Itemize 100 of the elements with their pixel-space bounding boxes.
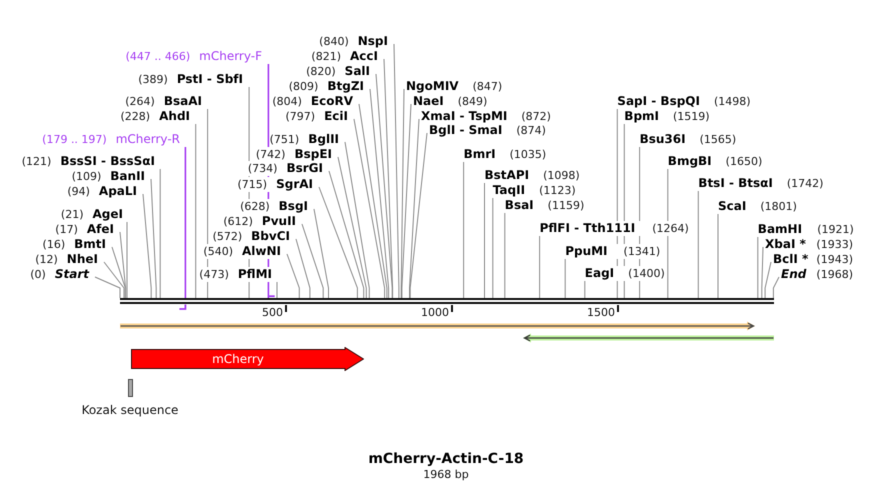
leader-line — [314, 208, 329, 298]
feature-label: Kozak sequence — [82, 403, 178, 417]
cut-position: (21) — [60, 207, 84, 222]
cut-position: (572) — [212, 229, 242, 244]
leader-line — [772, 276, 780, 298]
leader-line — [410, 132, 428, 298]
enzyme-name: XmaI - TspMI — [421, 109, 508, 124]
cut-position: (1123) — [539, 183, 576, 198]
enzyme-name: AlwNI — [242, 244, 281, 259]
cut-position: (809) — [288, 79, 318, 94]
leader-line — [667, 168, 668, 298]
scale-label: 1500 — [587, 306, 615, 319]
leader-line — [394, 44, 400, 298]
leader-line — [504, 212, 506, 298]
leader-line — [764, 262, 772, 298]
cut-position: (628) — [240, 199, 270, 214]
cut-position: (389) — [138, 72, 168, 87]
cut-position: (821) — [311, 49, 342, 64]
cut-position: (17) — [55, 222, 78, 237]
enzyme-name: NheI — [66, 252, 98, 267]
sequence-length: 1968 bp — [423, 468, 469, 481]
cut-position: (0) — [30, 267, 46, 282]
leader-line — [126, 222, 128, 298]
enzyme-name: BglI - SmaI — [429, 123, 502, 138]
enzyme-name: AfeI — [86, 222, 114, 237]
enzyme-name: NgoMIV — [406, 79, 459, 94]
cut-position: (847) — [472, 79, 502, 94]
cut-position: (1159) — [548, 198, 584, 213]
cut-position: (264) — [125, 94, 155, 109]
enzyme-name: NaeI — [413, 94, 444, 109]
leader-line — [400, 88, 404, 298]
leader-line — [302, 224, 324, 298]
leader-line — [539, 236, 540, 298]
dna-backbone — [120, 298, 774, 304]
enzyme-name: BtsI - BtsαI — [698, 176, 773, 191]
cut-position: (742) — [256, 147, 286, 162]
enzyme-name: SgrAI — [276, 177, 313, 192]
leader-line — [344, 142, 370, 298]
cut-position: (734) — [248, 161, 278, 176]
cut-position: (872) — [521, 109, 551, 124]
leader-line — [276, 282, 278, 298]
enzyme-name: AhdI — [159, 109, 190, 124]
enzyme-name: BmgBI — [668, 154, 712, 169]
leader-line — [370, 88, 390, 298]
enzyme-name: BsaI — [504, 198, 534, 213]
leader-line — [104, 262, 124, 298]
cut-position: (16) — [42, 237, 66, 252]
enzyme-name: XbaI * — [765, 237, 806, 252]
cut-position: (1968) — [816, 267, 853, 282]
enzyme-name: PflFI - Tth111I — [540, 221, 636, 236]
scale-label: 500 — [262, 306, 283, 319]
cut-position: (1519) — [673, 109, 710, 124]
cut-position: (540) — [203, 244, 233, 259]
cut-position: (1565) — [700, 132, 736, 147]
enzyme-name: Start — [54, 267, 89, 282]
enzyme-name: PvuII — [262, 214, 296, 229]
leader-line — [484, 182, 485, 298]
cut-position: (1933) — [816, 237, 853, 252]
enzyme-name: Bsu36I — [640, 132, 686, 147]
leader-line — [354, 118, 386, 298]
cut-position: (12) — [35, 252, 58, 267]
enzyme-name: EcoRV — [310, 94, 353, 109]
enzyme-name: TaqII — [492, 183, 526, 198]
cut-position: (1921) — [817, 222, 854, 237]
enzyme-name: BsrGI — [286, 161, 323, 176]
enzyme-name: BclI * — [773, 252, 808, 267]
cut-position: (1650) — [726, 154, 762, 169]
enzyme-name: BtgZI — [327, 79, 364, 94]
cut-position: (840) — [319, 34, 349, 49]
leader-line — [757, 236, 758, 298]
enzyme-name: PpuMI — [565, 244, 608, 259]
enzyme-name: End — [781, 267, 806, 282]
enzyme-name: PstI - SbfI — [176, 72, 243, 87]
leader-line — [150, 178, 157, 298]
cut-position: (94) — [67, 184, 90, 199]
enzyme-name: AccI — [350, 49, 378, 64]
leader-line — [409, 118, 420, 298]
enzyme-name: SapI - BspQI — [617, 94, 700, 109]
cut-position: (1498) — [714, 94, 751, 109]
leader-line — [564, 258, 566, 298]
primer-name: mCherry-R — [116, 132, 180, 147]
leader-line — [376, 74, 393, 298]
leader-line — [142, 194, 152, 298]
leader-line — [296, 238, 310, 298]
enzyme-name: AgeI — [92, 207, 123, 222]
map-title: mCherry-Actin-C-18 — [368, 451, 524, 468]
cut-position: (751) — [270, 132, 300, 147]
leader-line — [338, 156, 367, 298]
enzyme-name: BglII — [308, 132, 339, 147]
leader-line — [384, 58, 394, 298]
enzyme-name: BpmI — [624, 109, 660, 124]
cut-position: (1035) — [510, 147, 546, 162]
leader-line — [463, 162, 464, 298]
cut-position: (1801) — [760, 199, 797, 214]
leader-line — [698, 190, 699, 298]
leader-line — [328, 170, 364, 298]
enzyme-name: EagI — [584, 266, 614, 281]
enzyme-name: SalI — [344, 64, 370, 79]
enzyme-name: BspEI — [294, 147, 332, 162]
cut-position: (849) — [458, 94, 488, 109]
